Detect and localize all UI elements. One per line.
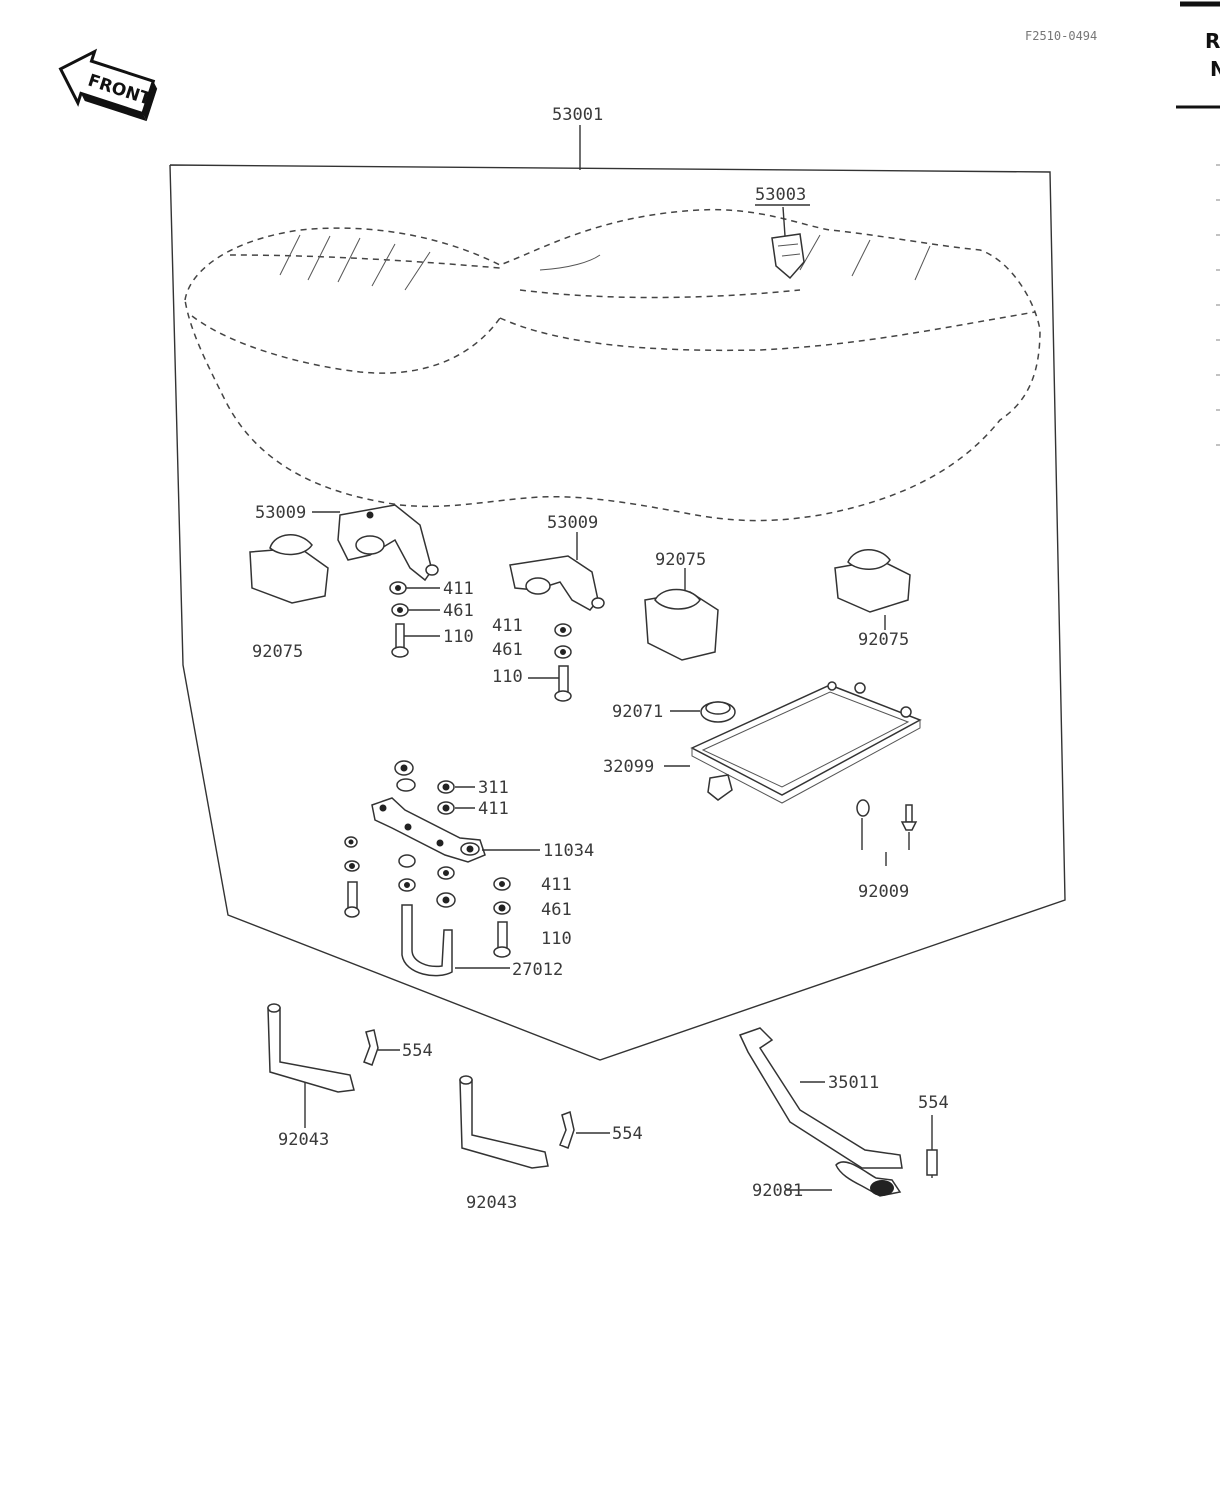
label-411-d: 411 <box>541 875 572 895</box>
kit-outline <box>169 164 1066 1061</box>
hose-92043-center: 554 92043 <box>459 1075 643 1213</box>
bracket-left: 53009 <box>255 503 439 582</box>
label-92009: 92009 <box>858 882 909 902</box>
label-554-a: 554 <box>402 1041 433 1061</box>
drawing-code: F2510-0494 <box>1025 29 1097 43</box>
label-92071: 92071 <box>612 702 663 722</box>
cable-35011: 35011 554 <box>738 1027 949 1178</box>
cap-92071: 92071 <box>612 701 736 723</box>
page-edge: R N <box>1176 1 1220 446</box>
label-53001: 53001 <box>552 105 603 125</box>
label-110-a: 110 <box>443 627 474 647</box>
label-32099: 32099 <box>603 757 654 777</box>
label-461-b: 461 <box>492 640 523 660</box>
plate-11034: 11034 <box>371 797 594 863</box>
label-35011: 35011 <box>828 1073 879 1093</box>
left-bolt-stack <box>344 836 360 918</box>
lock-92081: 92081 <box>752 1161 902 1201</box>
tray-32099: 32099 <box>603 681 922 804</box>
label-554-b: 554 <box>612 1124 643 1144</box>
bracket-center: 53009 <box>509 513 605 611</box>
label-110-c: 110 <box>541 929 572 949</box>
label-461-a: 461 <box>443 601 474 621</box>
label-411-b: 411 <box>492 616 523 636</box>
front-arrow-icon: FRONT <box>58 48 158 122</box>
fastener-stack-lower-right: 411 461 110 <box>493 875 572 958</box>
rubber-damper-right: 92075 <box>834 549 911 650</box>
label-411-a: 411 <box>443 579 474 599</box>
label-311: 311 <box>478 778 509 798</box>
label-53009-b: 53009 <box>547 513 598 533</box>
label-53009-a: 53009 <box>255 503 306 523</box>
rubber-damper-left: 92075 <box>249 534 329 662</box>
label-27012: 27012 <box>512 960 563 980</box>
label-110-b: 110 <box>492 667 523 687</box>
label-53003: 53003 <box>755 185 806 205</box>
fastener-stack-left: 411 461 110 <box>389 579 474 658</box>
label-461-c: 461 <box>541 900 572 920</box>
hose-92043-left: 554 92043 <box>267 1003 433 1150</box>
screws-92009: 92009 <box>856 799 918 902</box>
label-411-c: 411 <box>478 799 509 819</box>
seat <box>184 208 1041 522</box>
lower-fastener-group: 311 411 <box>394 760 509 819</box>
label-92075-c: 92075 <box>858 630 909 650</box>
label-92043-b: 92043 <box>466 1193 517 1213</box>
rubber-damper-center: 92075 <box>644 550 719 661</box>
label-11034: 11034 <box>543 841 594 861</box>
edge-text-r: R <box>1205 29 1220 53</box>
u-bolt-27012: 27012 <box>398 854 563 980</box>
seat-strap: 53003 <box>755 185 810 280</box>
fastener-stack-center: 411 461 110 <box>492 616 572 702</box>
label-92043-a: 92043 <box>278 1130 329 1150</box>
label-92075-b: 92075 <box>655 550 706 570</box>
label-92075-a: 92075 <box>252 642 303 662</box>
edge-text-n: N <box>1210 57 1220 81</box>
label-92081: 92081 <box>752 1181 803 1201</box>
label-554-c: 554 <box>918 1093 949 1113</box>
